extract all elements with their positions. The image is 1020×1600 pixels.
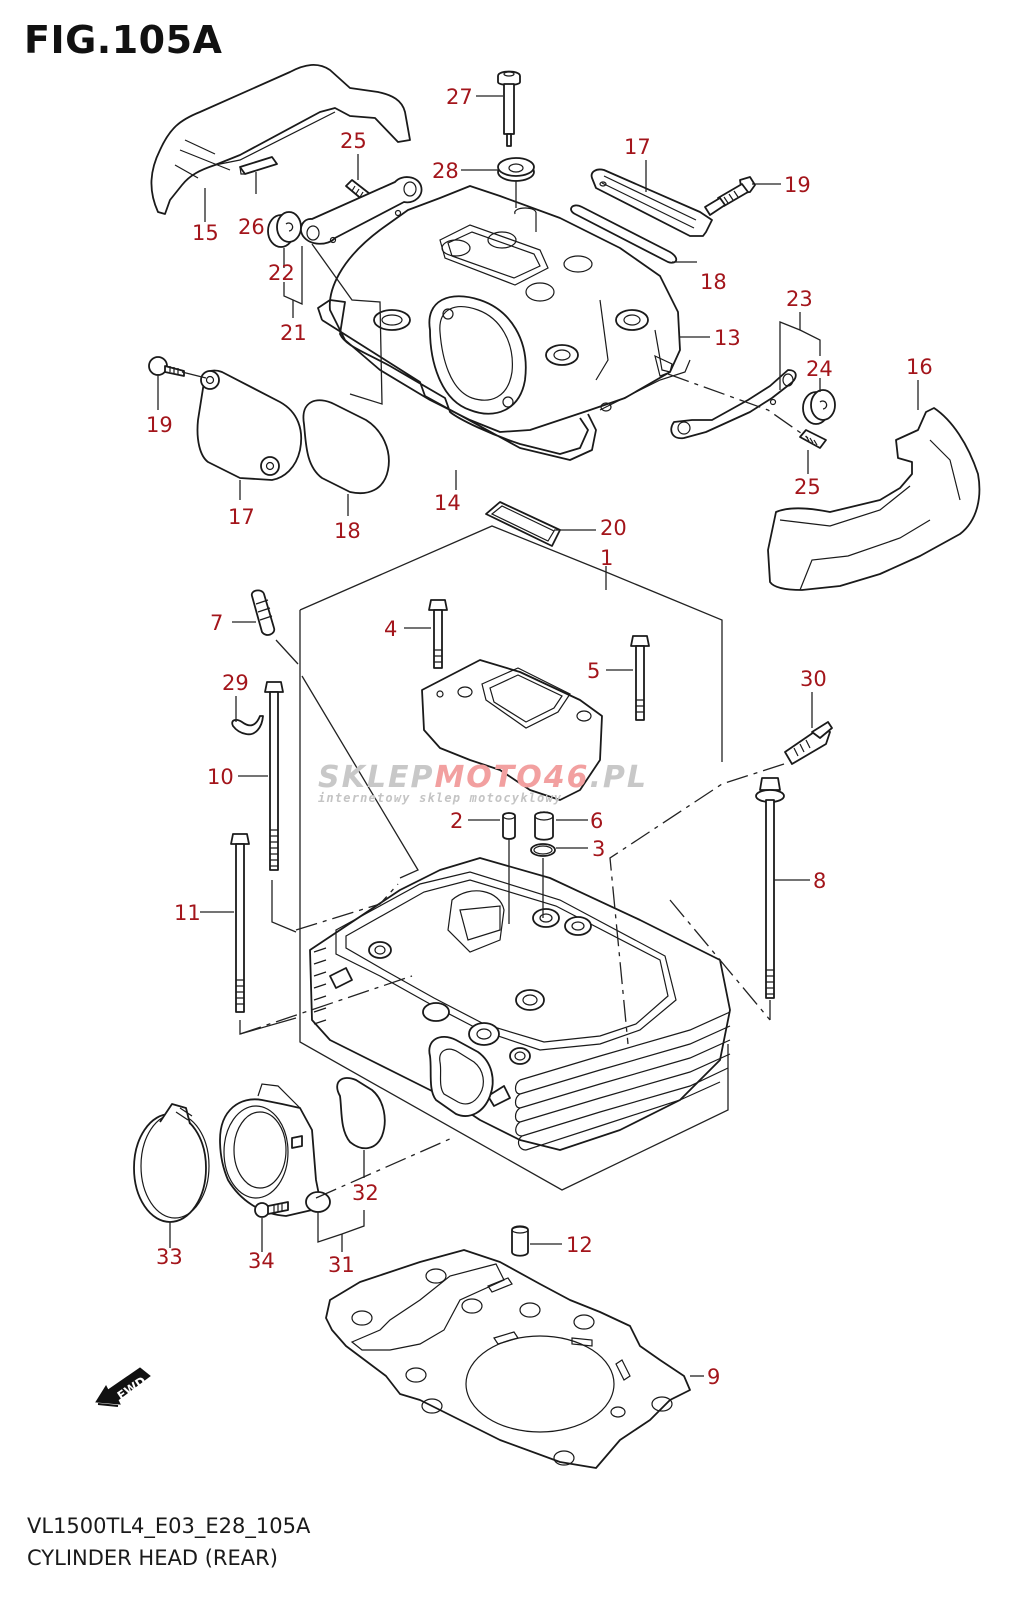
callout-20[interactable]: 20: [600, 516, 627, 540]
part-29-clip[interactable]: [231, 715, 264, 736]
part-18-oring-left[interactable]: [302, 399, 390, 494]
part-12-dowel[interactable]: [511, 1225, 529, 1257]
callout-22[interactable]: 22: [268, 261, 295, 285]
callout-3[interactable]: 3: [592, 837, 605, 861]
part-13-head-cover[interactable]: [328, 185, 681, 433]
part-34-screw[interactable]: [254, 1201, 289, 1218]
part-7-stud[interactable]: [250, 589, 276, 636]
part-22-grommet[interactable]: [267, 211, 302, 248]
callout-30[interactable]: 30: [800, 667, 827, 691]
callout-18-left[interactable]: 18: [334, 519, 361, 543]
callout-17-left[interactable]: 17: [228, 505, 255, 529]
callout-28[interactable]: 28: [432, 159, 459, 183]
part-6-dowel[interactable]: [534, 811, 554, 841]
part-25-screw-right[interactable]: [799, 429, 827, 449]
figure-code: VL1500TL4_E03_E28_105A: [27, 1514, 311, 1538]
callout-24[interactable]: 24: [806, 357, 833, 381]
callout-21[interactable]: 21: [280, 321, 307, 345]
callout-27[interactable]: 27: [446, 85, 473, 109]
callout-31[interactable]: 31: [328, 1253, 355, 1277]
leader-lines: [157, 95, 919, 1377]
callout-2[interactable]: 2: [450, 809, 463, 833]
callout-14[interactable]: 14: [434, 491, 461, 515]
part-24-grommet[interactable]: [802, 389, 836, 425]
part-20-gasket-small[interactable]: [485, 501, 561, 547]
part-28-washer[interactable]: [497, 157, 535, 182]
part-15-cover[interactable]: [150, 64, 411, 215]
part-27-bolt[interactable]: [497, 70, 521, 147]
callout-17-top[interactable]: 17: [624, 135, 651, 159]
callout-26[interactable]: 26: [238, 215, 265, 239]
part-16-cover-right[interactable]: [767, 407, 981, 591]
callout-16[interactable]: 16: [906, 355, 933, 379]
camshaft-holder[interactable]: [421, 659, 603, 801]
part-17-cover-top[interactable]: [590, 168, 713, 237]
part-5-bolt[interactable]: [630, 635, 650, 721]
part-4-bolt[interactable]: [428, 599, 448, 669]
callout-1[interactable]: 1: [600, 546, 613, 570]
callout-11[interactable]: 11: [174, 901, 201, 925]
figure-name: CYLINDER HEAD (REAR): [27, 1546, 278, 1570]
fwd-arrow-icon: FWD: [95, 1367, 151, 1407]
callout-25-top[interactable]: 25: [340, 129, 367, 153]
part-11-bolt[interactable]: [230, 833, 250, 1013]
fwd-direction-marker: FWD: [92, 1360, 162, 1414]
callout-5[interactable]: 5: [587, 659, 600, 683]
callout-4[interactable]: 4: [384, 617, 397, 641]
part-8-long-bolt[interactable]: [755, 777, 785, 999]
callout-32[interactable]: 32: [352, 1181, 379, 1205]
callout-25-right[interactable]: 25: [794, 475, 821, 499]
callout-19-left[interactable]: 19: [146, 413, 173, 437]
callout-12[interactable]: 12: [566, 1233, 593, 1257]
callout-8[interactable]: 8: [813, 869, 826, 893]
part-3-oring[interactable]: [530, 843, 556, 857]
part-33-clamp[interactable]: [133, 1103, 210, 1223]
part-17-cover-left[interactable]: [196, 369, 302, 481]
part-10-long-bolt[interactable]: [264, 681, 284, 871]
callout-34[interactable]: 34: [248, 1249, 275, 1273]
callout-labels: 1 2 3 4 5 6 7 8 9 10 11 12 13 14 15 16 1…: [146, 85, 933, 1389]
part-2-dowel[interactable]: [502, 812, 516, 840]
callout-29[interactable]: 29: [222, 671, 249, 695]
part-23-bracket[interactable]: [670, 369, 797, 440]
callout-18-top[interactable]: 18: [700, 270, 727, 294]
callout-33[interactable]: 33: [156, 1245, 183, 1269]
part-31-intake-pipe[interactable]: [219, 1083, 331, 1217]
callout-13[interactable]: 13: [714, 326, 741, 350]
callout-15[interactable]: 15: [192, 221, 219, 245]
callout-9[interactable]: 9: [707, 1365, 720, 1389]
part-26-spacer-block[interactable]: [239, 156, 278, 175]
part-19-bolt-top[interactable]: [704, 176, 756, 216]
callout-23[interactable]: 23: [786, 287, 813, 311]
part-30-spark-plug[interactable]: [784, 721, 833, 765]
callout-19-top[interactable]: 19: [784, 173, 811, 197]
callout-6[interactable]: 6: [590, 809, 603, 833]
part-21-bracket[interactable]: [300, 176, 423, 245]
cylinder-head-body[interactable]: [309, 857, 731, 1151]
part-9-head-gasket[interactable]: [325, 1249, 691, 1469]
part-19-bolt-left[interactable]: [148, 356, 185, 377]
figure-title: FIG.105A: [24, 18, 223, 62]
callout-10[interactable]: 10: [207, 765, 234, 789]
callout-7[interactable]: 7: [210, 611, 223, 635]
part-32-oring[interactable]: [336, 1077, 386, 1150]
